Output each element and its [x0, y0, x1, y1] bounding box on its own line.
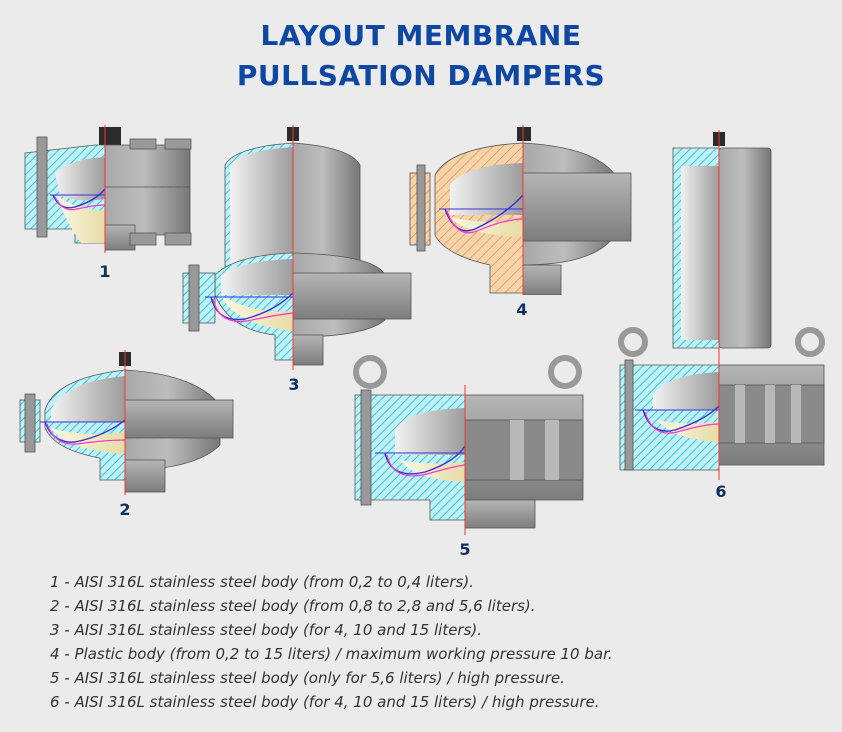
legend-item-4: 4 - Plastic body (from 0,2 to 15 liters)…: [50, 645, 613, 663]
damper-figure-6: 6: [615, 130, 830, 505]
legend-item-3: 3 - AISI 316L stainless steel body (for …: [50, 621, 483, 639]
figure-3-number: 3: [288, 375, 300, 394]
damper-figure-5: 5: [345, 350, 590, 560]
legend-item-1: 1 - AISI 316L stainless steel body (from…: [50, 573, 474, 591]
figure-4-number: 4: [516, 300, 528, 319]
damper-figure-1: 1: [15, 125, 195, 285]
title-line-2: PULLSATION DAMPERS: [236, 59, 606, 92]
figure-5-number: 5: [459, 540, 471, 559]
damper-figure-4: 4: [405, 125, 635, 320]
damper-5-cross-section-illustration: [353, 355, 584, 535]
damper-1-cross-section-illustration: [24, 125, 192, 253]
legend-item-5: 5 - AISI 316L stainless steel body (only…: [50, 669, 565, 687]
figure-legend: 1 - AISI 316L stainless steel body (from…: [50, 570, 613, 714]
figure-6-number: 6: [715, 482, 727, 501]
damper-6-cross-section-illustration: [618, 130, 825, 480]
damper-figure-3: 3: [175, 125, 415, 395]
damper-4-cross-section-illustration: [409, 125, 632, 295]
legend-item-2: 2 - AISI 316L stainless steel body (from…: [50, 597, 536, 615]
figure-1-number: 1: [99, 262, 111, 281]
damper-3-cross-section-illustration: [182, 125, 412, 370]
page-title: LAYOUT MEMBRANE PULLSATION DAMPERS: [0, 16, 842, 96]
damper-2-cross-section-illustration: [19, 350, 234, 495]
figure-2-number: 2: [119, 500, 131, 519]
legend-item-6: 6 - AISI 316L stainless steel body (for …: [50, 693, 600, 711]
damper-figure-2: 2: [15, 350, 240, 520]
title-line-1: LAYOUT MEMBRANE: [260, 19, 582, 52]
